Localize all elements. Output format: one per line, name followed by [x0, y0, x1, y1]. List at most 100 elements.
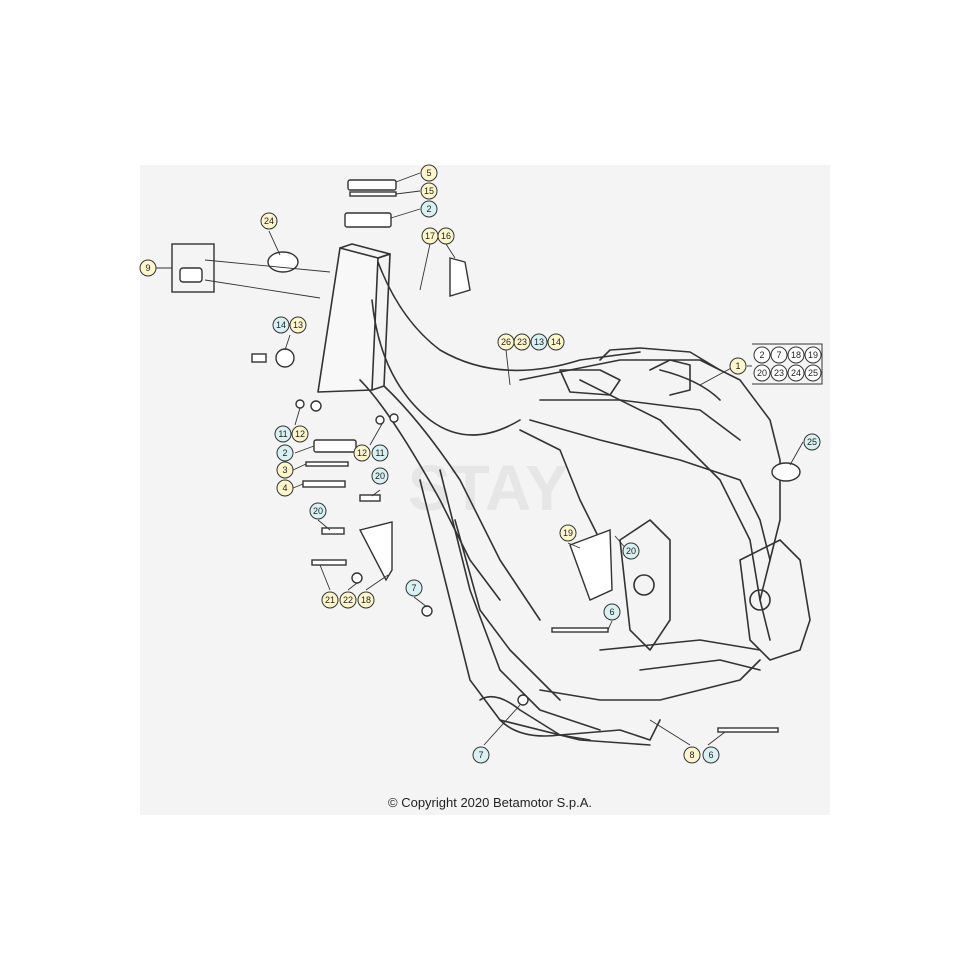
frame-tubes: [317, 243, 811, 746]
callout-circle: [276, 461, 294, 479]
callout-17: 17: [421, 227, 439, 245]
callout-label: 20: [626, 546, 636, 556]
part-2-bearing: [344, 212, 392, 228]
callout-label: 1: [735, 361, 740, 371]
callout-label: 21: [325, 595, 335, 605]
callout-circle: [291, 425, 309, 443]
callout-label: 23: [517, 337, 527, 347]
callout-label: 26: [501, 337, 511, 347]
kit-callout-label: 23: [774, 368, 784, 378]
callout-label: 17: [425, 231, 435, 241]
callout-11: 11: [371, 444, 389, 462]
callout-20: 20: [371, 467, 389, 485]
part-12-washer: [310, 400, 322, 412]
callout-19: 19: [559, 524, 577, 542]
callout-circle: [559, 524, 577, 542]
callout-label: 4: [282, 483, 287, 493]
part-25-clamp: [771, 462, 801, 482]
callout-circle: [472, 746, 490, 764]
callout-14: 14: [272, 316, 290, 334]
callout-label: 20: [375, 471, 385, 481]
callout-circle: [321, 591, 339, 609]
part-2-bearing-lower: [313, 439, 357, 453]
callout-1: 1: [729, 357, 747, 375]
callout-20: 20: [622, 542, 640, 560]
part-4-ring: [302, 480, 346, 488]
diagram-panel: [140, 165, 830, 815]
callout-20: 20: [309, 502, 327, 520]
callout-7: 7: [472, 746, 490, 764]
watermark-text: STAY: [408, 452, 568, 524]
kit-callout-label: 20: [757, 368, 767, 378]
callout-circle: [622, 542, 640, 560]
copyright-text: © Copyright 2020 Betamotor S.p.A.: [388, 795, 592, 810]
part-18-plate: [358, 521, 393, 582]
callout-circle: [513, 333, 531, 351]
kit-callout-label: 25: [808, 368, 818, 378]
callout-label: 15: [424, 186, 434, 196]
callout-circle: [405, 579, 423, 597]
kit-callout-circle: [787, 364, 805, 382]
callout-label: 11: [375, 448, 384, 458]
callout-label: 14: [276, 320, 286, 330]
callout-circle: [339, 591, 357, 609]
part-7-nut-lower: [517, 694, 529, 706]
callout-16: 16: [437, 227, 455, 245]
part-21-bolt: [311, 559, 347, 566]
callout-circle: [276, 479, 294, 497]
callout-11: 11: [274, 425, 292, 443]
callout-circle: [309, 502, 327, 520]
part-22-washer: [351, 572, 363, 584]
kit-box: [752, 343, 823, 385]
callout-circle: [272, 316, 290, 334]
part-3-seal: [305, 461, 349, 467]
callout-7: 7: [405, 579, 423, 597]
callout-5: 5: [420, 164, 438, 182]
part-20-bolt: [359, 494, 381, 502]
part-11-nut: [295, 399, 305, 409]
kit-callout-label: 2: [759, 350, 764, 360]
callout-label: 11: [278, 429, 287, 439]
callout-circle: [353, 444, 371, 462]
part-6-bolt: [551, 627, 609, 633]
callout-circle: [260, 212, 278, 230]
callout-circle: [420, 164, 438, 182]
part-7-nut: [421, 605, 433, 617]
kit-callout-circle: [753, 364, 771, 382]
callout-label: 12: [357, 448, 367, 458]
callout-label: 8: [689, 750, 694, 760]
part-6-bolt-rear: [717, 727, 779, 733]
callout-circle: [420, 200, 438, 218]
kit-callout-label: 18: [791, 350, 801, 360]
callout-label: 19: [563, 528, 573, 538]
callout-15: 15: [420, 182, 438, 200]
callout-label: 7: [478, 750, 483, 760]
callout-circle: [139, 259, 157, 277]
callout-label: 24: [264, 216, 274, 226]
callout-label: 18: [361, 595, 371, 605]
callout-label: 13: [293, 320, 303, 330]
callout-21: 21: [321, 591, 339, 609]
callout-13: 13: [289, 316, 307, 334]
callout-label: 9: [145, 263, 150, 273]
part-15-seal: [349, 191, 397, 197]
callout-circle: [547, 333, 565, 351]
kit-callout-label: 19: [808, 350, 818, 360]
callout-label: 16: [441, 231, 451, 241]
part-13-bushing: [275, 348, 295, 368]
part-5-spacer: [347, 179, 397, 191]
callout-label: 22: [343, 595, 353, 605]
callout-6: 6: [702, 746, 720, 764]
callout-circle: [603, 603, 621, 621]
callout-6: 6: [603, 603, 621, 621]
kit-callout-circle: [770, 346, 788, 364]
callout-circle: [437, 227, 455, 245]
exploded-parts: [171, 179, 801, 733]
callout-4: 4: [276, 479, 294, 497]
callout-label: 6: [609, 607, 614, 617]
callout-3: 3: [276, 461, 294, 479]
kit-callout-circle: [804, 364, 822, 382]
